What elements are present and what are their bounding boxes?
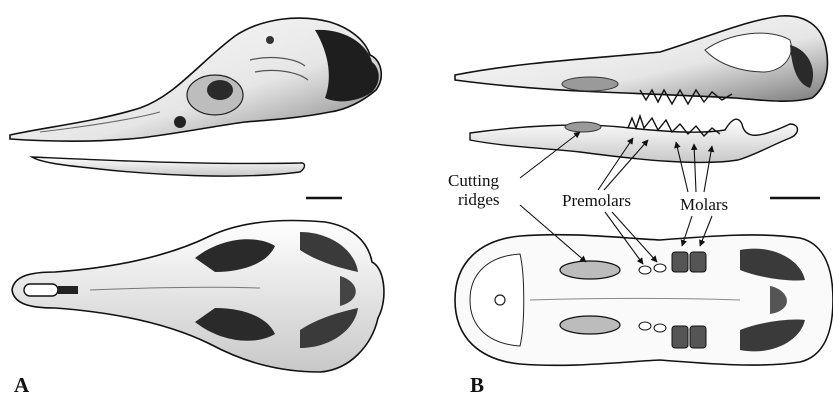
mandible-a (32, 157, 305, 176)
panel-b: Cutting ridges Premolars Molars B (448, 16, 833, 397)
label-molars: Molars (680, 195, 728, 214)
panel-a-letter: A (14, 373, 30, 397)
panel-b-letter: B (470, 373, 484, 397)
label-cutting-ridges-1: Cutting (448, 171, 500, 190)
skull-a-ventral (12, 221, 384, 372)
panel-a: A (10, 18, 384, 397)
label-cutting-ridges-2: ridges (458, 190, 500, 209)
skull-b-lateral (455, 16, 827, 104)
skull-b-ventral (455, 235, 833, 366)
label-premolars: Premolars (562, 191, 631, 210)
skull-a-lateral (10, 18, 381, 141)
